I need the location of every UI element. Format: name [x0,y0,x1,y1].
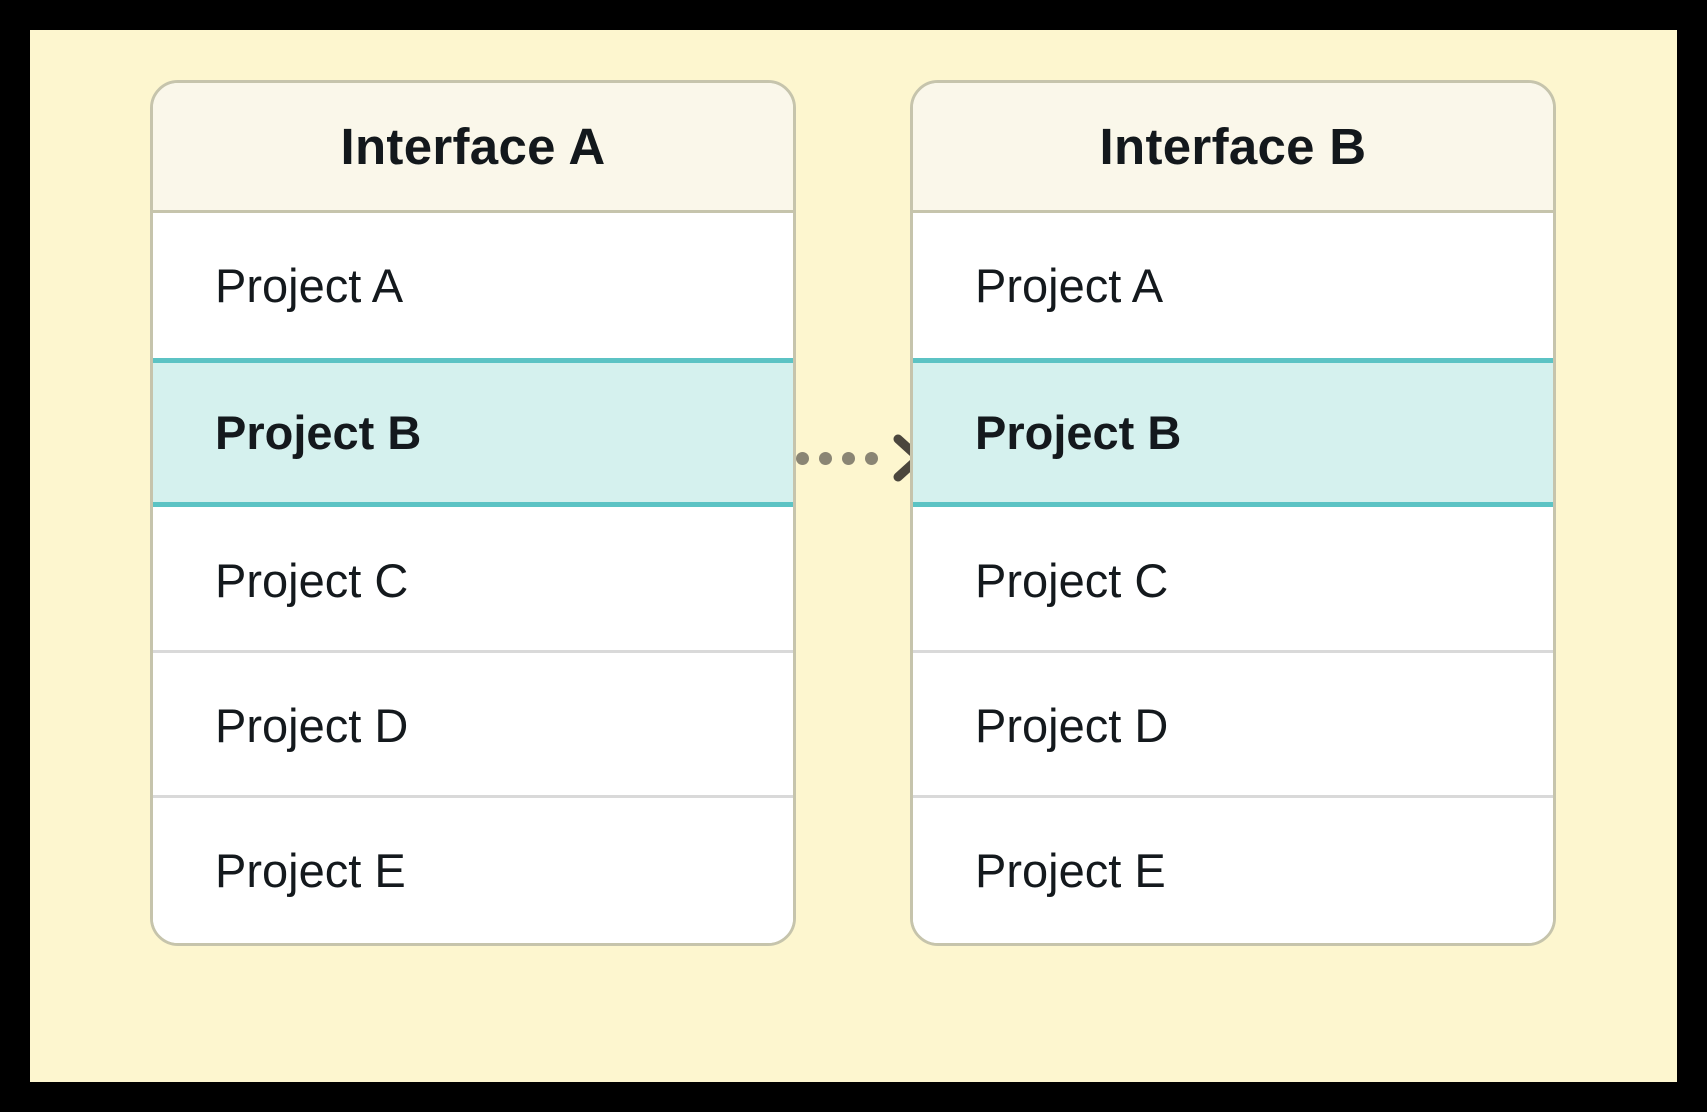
list-item[interactable]: Project A [153,213,793,359]
interface-b-list: Project A Project B Project C Project D … [913,213,1553,943]
connector-dot [796,451,809,465]
list-item-label: Project D [975,698,1169,752]
list-item[interactable]: Project E [913,797,1553,943]
list-item[interactable]: Project A [913,213,1553,359]
list-item[interactable]: Project C [153,507,793,653]
list-item-label: Project C [215,553,409,607]
list-item[interactable]: Project C [913,507,1553,653]
interface-a-list: Project A Project B Project C Project D … [153,213,793,943]
list-item-label: Project B [975,406,1182,460]
connector-dot [819,451,832,465]
interface-a-title: Interface A [340,118,606,175]
list-item-label: Project A [215,259,404,313]
interface-a-header: Interface A [153,83,793,213]
connector-dot [865,451,878,465]
interface-a-panel: Interface A Project A Project B Project … [150,80,796,946]
list-item-label: Project E [975,843,1166,897]
list-item[interactable]: Project D [153,652,793,798]
list-item-label: Project B [215,406,422,460]
connector-dot [842,451,855,465]
list-item-label: Project C [975,553,1169,607]
list-item-label: Project A [975,259,1164,313]
list-item[interactable]: Project D [913,652,1553,798]
dotted-arrow-right-icon [796,428,924,488]
list-item-label: Project E [215,843,406,897]
list-item-selected[interactable]: Project B [913,358,1553,508]
list-item[interactable]: Project E [153,797,793,943]
list-item-selected[interactable]: Project B [153,358,793,508]
diagram-canvas: Interface A Project A Project B Project … [30,30,1677,1082]
interface-b-panel: Interface B Project A Project B Project … [910,80,1556,946]
interface-b-header: Interface B [913,83,1553,213]
interface-b-title: Interface B [1099,118,1367,175]
list-item-label: Project D [215,698,409,752]
